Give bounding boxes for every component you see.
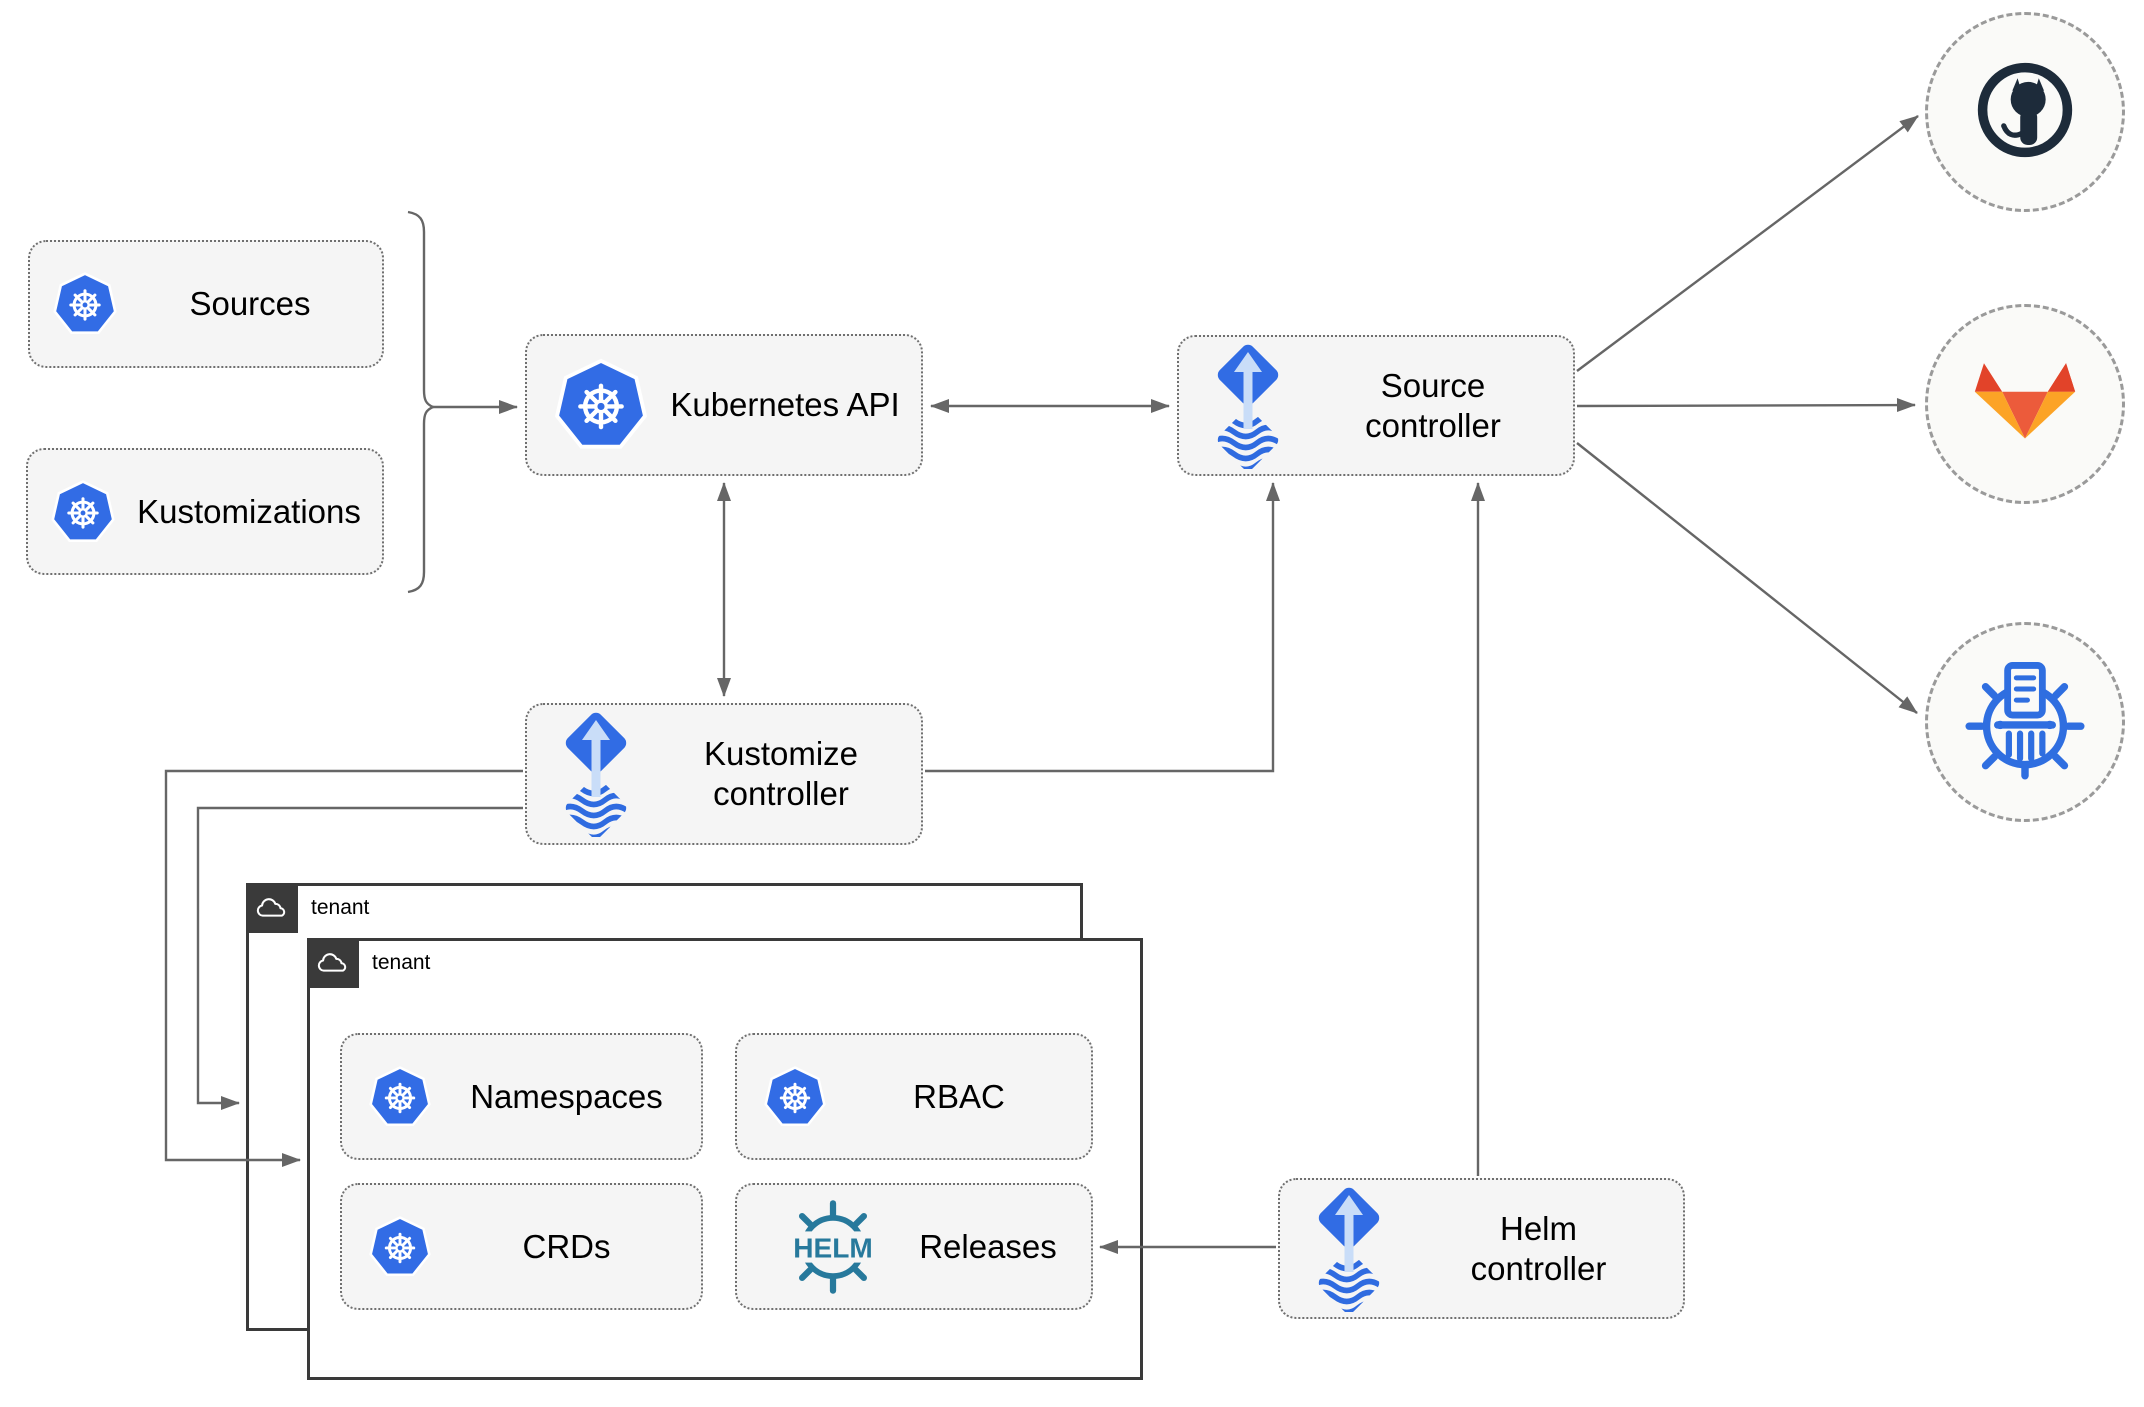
kubernetes-api-label: Kubernetes API: [670, 386, 900, 423]
crds-label: CRDs: [522, 1227, 611, 1265]
chartmuseum-icon: [1963, 658, 2087, 787]
kubernetes-icon: [553, 357, 649, 453]
edge-sourcectrl-gitlab: [1576, 398, 1916, 413]
rbac-box: RBAC: [735, 1033, 1093, 1160]
brace: [407, 210, 437, 594]
flux-icon: [551, 711, 641, 837]
kubernetes-icon: [368, 1065, 432, 1129]
kustomize-controller-label: Kustomize controller: [703, 735, 859, 812]
flux-icon: [1304, 1186, 1394, 1312]
kubernetes-api-box: Kubernetes API: [525, 334, 923, 476]
kubernetes-icon: [763, 1065, 827, 1129]
cloud-icon: [307, 938, 359, 988]
crds-box: CRDs: [340, 1183, 703, 1310]
edge-sourcectrl-github: [1576, 115, 1919, 372]
kubernetes-icon: [50, 479, 116, 545]
source-controller-box: Source controller: [1177, 335, 1575, 476]
sources-label: Sources: [189, 285, 311, 322]
helm-controller-box: Helm controller: [1278, 1178, 1685, 1319]
rbac-label: RBAC: [913, 1077, 1005, 1115]
chartmuseum-remote: [1925, 622, 2125, 822]
github-icon: [1972, 57, 2078, 168]
flux-icon: [1203, 343, 1293, 469]
sources-box: Sources: [28, 240, 384, 368]
kustomizations-label: Kustomizations: [137, 492, 361, 530]
edge-sourcectrl-chartmuseum: [1576, 442, 1918, 714]
helm-icon: HELM: [781, 1195, 885, 1299]
gitlab-remote: [1925, 304, 2125, 504]
tenant-back-label: tenant: [311, 896, 370, 919]
kustomize-controller-box: Kustomize controller: [525, 703, 923, 845]
namespaces-box: Namespaces: [340, 1033, 703, 1160]
releases-box: HELM Releases: [735, 1183, 1093, 1310]
kubernetes-icon: [368, 1215, 432, 1279]
gitlab-icon: [1968, 362, 2082, 446]
releases-label: Releases: [919, 1227, 1057, 1265]
kustomizations-box: Kustomizations: [26, 448, 384, 575]
source-controller-label: Source controller: [1365, 366, 1501, 444]
cloud-icon: [246, 883, 298, 933]
namespaces-label: Namespaces: [470, 1077, 663, 1115]
helm-logo-text: HELM: [793, 1232, 873, 1263]
github-remote: [1925, 12, 2125, 212]
tenant-front-label: tenant: [372, 951, 431, 974]
edge-kustomizectrl-sourcectrl: [925, 482, 1280, 773]
kubernetes-icon: [52, 271, 118, 337]
helm-controller-label: Helm controller: [1470, 1209, 1607, 1287]
